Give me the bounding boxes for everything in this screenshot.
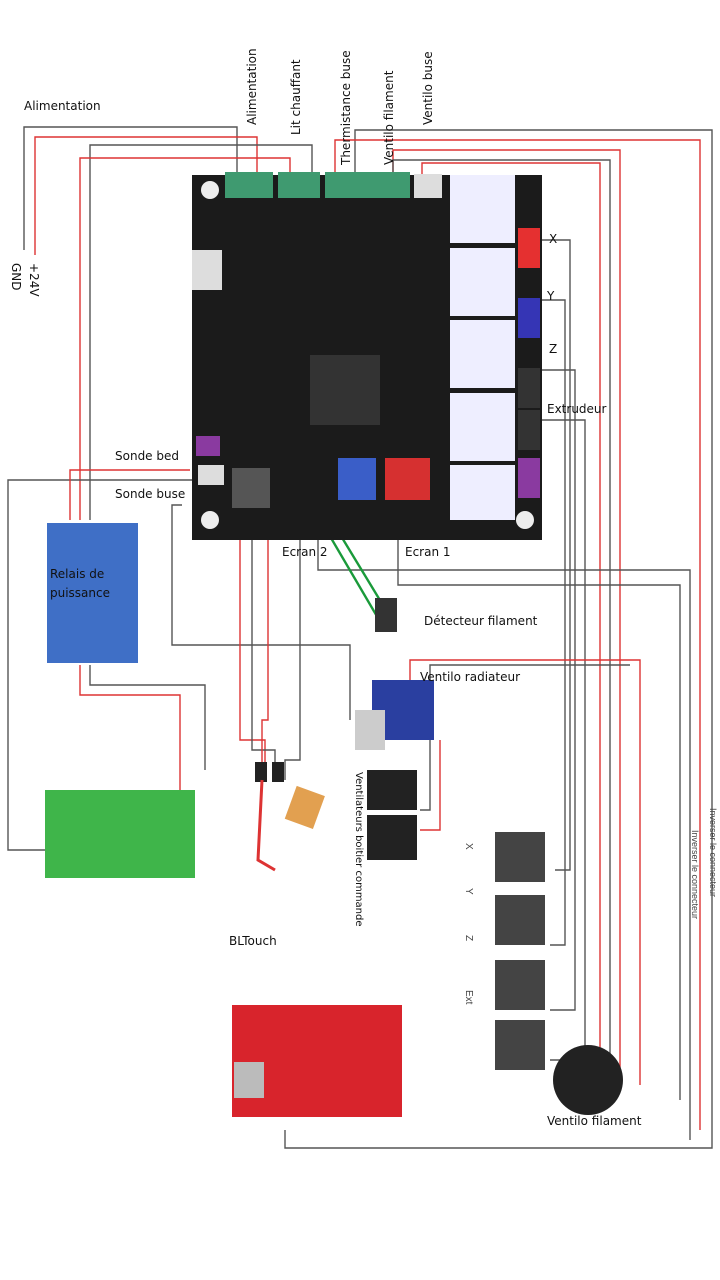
label-filament-fan-v: Ventilo filament — [382, 70, 396, 165]
label-y-driver: Y — [546, 289, 555, 303]
label-nozzle-fan: Ventilo buse — [421, 51, 435, 125]
label-nozzle-thermistor: Thermistance buse — [339, 50, 353, 166]
label-reverse-2: Inverser le connecteur — [708, 808, 718, 897]
fan-terminal — [325, 172, 410, 198]
label-filament-detector: Détecteur filament — [424, 614, 538, 628]
label-gnd: GND — [9, 263, 23, 291]
driver-y — [450, 248, 515, 316]
label-extruder-driver: Extrudeur — [547, 402, 607, 416]
label-motor-x: X — [463, 843, 474, 850]
label-nozzle-probe: Sonde buse — [115, 487, 185, 501]
label-24v: +24V — [27, 263, 41, 297]
power-relay — [47, 523, 138, 663]
filament-detector — [375, 598, 397, 632]
label-radiator-fan: Ventilo radiateur — [420, 670, 520, 684]
case-fan-2 — [367, 815, 417, 860]
wires — [7, 126, 713, 1149]
label-relay: Relais de puissance — [50, 567, 110, 600]
power-supply — [45, 790, 195, 878]
hotend — [355, 680, 434, 750]
label-bltouch: BLTouch — [229, 934, 277, 948]
label-motor-ext: Ext — [463, 990, 474, 1005]
label-bed-probe: Sonde bed — [115, 449, 179, 463]
driver-e — [450, 393, 515, 461]
label-screen2: Ecran 2 — [282, 545, 328, 559]
bltouch-probe — [255, 762, 325, 872]
label-x-driver: X — [549, 232, 557, 246]
mcu-chip — [310, 355, 380, 425]
bed-terminal — [278, 172, 320, 198]
label-filament-fan: Ventilo filament — [547, 1114, 642, 1128]
label-heated-bed: Lit chauffant — [289, 59, 303, 135]
label-screen1: Ecran 1 — [405, 545, 451, 559]
label-z-driver: Z — [549, 342, 557, 356]
label-motor-y: Y — [463, 888, 474, 895]
case-fan-1 — [367, 770, 417, 810]
driver-z — [450, 320, 515, 388]
label-case-fans: Ventilateurs boitier commande — [353, 772, 364, 927]
driver-x — [450, 175, 515, 243]
filament-fan-blower — [553, 1045, 623, 1115]
lcd-screen — [232, 1005, 402, 1117]
stepper-motors — [495, 832, 545, 1070]
label-power: Alimentation — [24, 99, 101, 113]
mainboard — [192, 172, 542, 540]
driver-e1 — [450, 465, 515, 520]
label-power-v: Alimentation — [245, 48, 259, 125]
power-terminal — [225, 172, 273, 198]
label-motor-z: Z — [463, 935, 474, 941]
label-reverse-1: Inverser le connecteur — [690, 830, 700, 919]
